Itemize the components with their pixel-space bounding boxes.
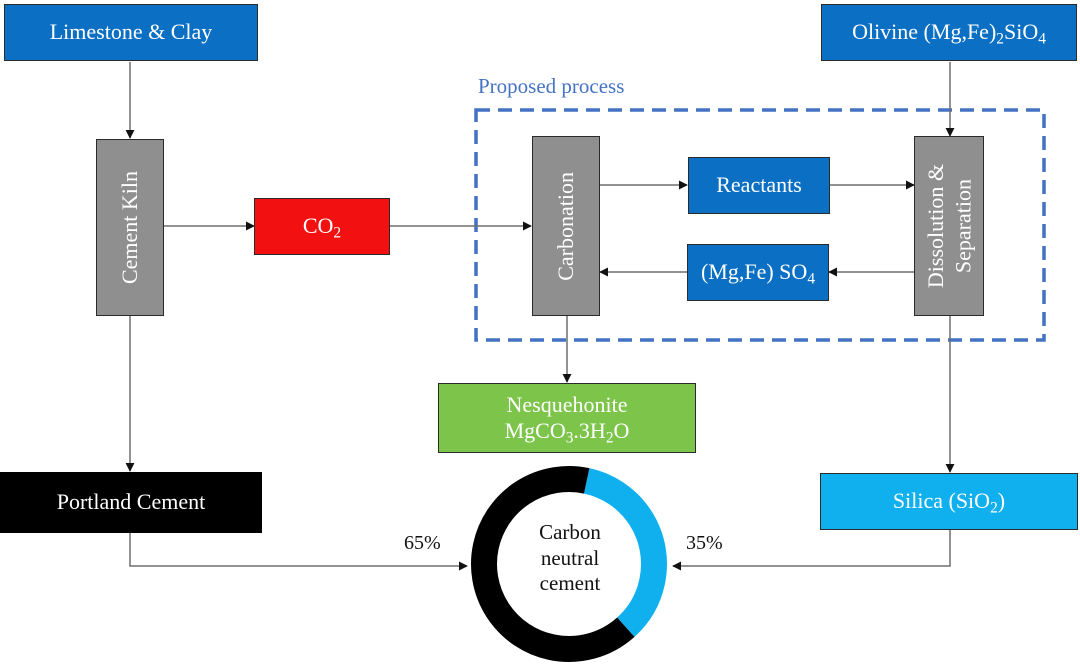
dissolution-separation-box: Dissolution & Separation — [914, 136, 984, 316]
limestone-clay-box: Limestone & Clay — [4, 4, 258, 61]
mgfe-so4-box: (Mg,Fe) SO4 — [687, 244, 829, 301]
arrow-silica-to-donut — [672, 530, 951, 571]
proposed-process-label: Proposed process — [478, 74, 625, 98]
reactants-box: Reactants — [688, 157, 830, 214]
proposed-process-border — [474, 108, 1046, 342]
cement-kiln-box: Cement Kiln — [96, 139, 164, 316]
co2-box: CO2 — [254, 198, 390, 255]
olivine-box: Olivine (Mg,Fe)2SiO4 — [821, 4, 1077, 61]
donut-chart — [471, 466, 667, 662]
silica-box: Silica (SiO2) — [820, 473, 1078, 530]
donut-center-label: Carbon neutral cement — [539, 520, 601, 596]
arrow-portland-to-donut — [129, 533, 468, 571]
percent-right-label: 35% — [686, 532, 723, 554]
carbonation-box: Carbonation — [532, 136, 600, 316]
percent-left-label: 65% — [404, 532, 441, 554]
nesquehonite-box: Nesquehonite MgCO3.3H2O — [438, 383, 696, 453]
portland-cement-box: Portland Cement — [0, 472, 262, 533]
donut-segment-portland — [471, 466, 667, 662]
